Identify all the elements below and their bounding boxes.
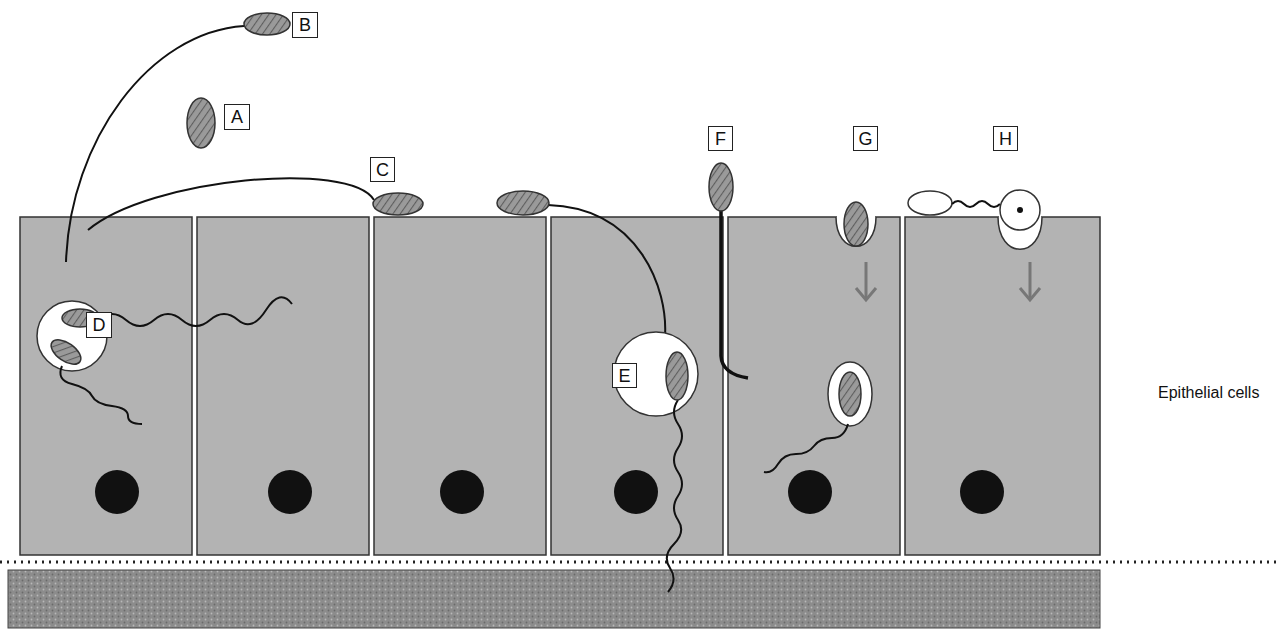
stalk <box>721 210 748 378</box>
particle <box>908 191 952 215</box>
callout-letter: F <box>715 130 726 148</box>
nucleus <box>268 470 312 514</box>
callout-letter: D <box>93 316 106 334</box>
callout-letter: A <box>231 108 243 126</box>
particle <box>1000 190 1040 230</box>
callout-box: D <box>86 312 112 338</box>
flagellum <box>548 205 665 336</box>
bacterium <box>839 372 861 416</box>
callout-box: B <box>292 12 318 38</box>
flagellum <box>60 366 142 424</box>
uptake-arrow <box>865 262 868 300</box>
epithelial-cell <box>551 217 723 555</box>
flagellum <box>764 424 848 472</box>
flagellum <box>667 400 682 592</box>
callout-box: E <box>612 363 637 388</box>
callout-box: G <box>853 126 878 151</box>
flagellum <box>98 297 292 326</box>
epithelial-cell <box>728 217 900 555</box>
particle-core <box>1017 207 1023 213</box>
tether <box>952 201 1000 207</box>
callout-letter: C <box>376 161 389 179</box>
nucleus <box>95 470 139 514</box>
epithelial-cell <box>197 217 369 555</box>
bacterium <box>187 98 215 148</box>
uptake-arrow <box>1029 262 1032 300</box>
tissue-label: Epithelial cells <box>1158 384 1259 402</box>
vacuole <box>614 332 698 416</box>
callout-box: C <box>370 157 395 182</box>
epithelial-cell <box>374 217 546 555</box>
nucleus <box>614 470 658 514</box>
bacterium <box>244 13 290 35</box>
bacterium <box>47 335 85 369</box>
bacterium <box>373 193 423 215</box>
callout-letter: E <box>618 367 630 385</box>
uptake-arrow <box>1020 288 1040 300</box>
epithelial-cell <box>905 217 1100 555</box>
bacterium <box>709 163 733 211</box>
basement-membrane <box>0 561 1278 564</box>
callout-box: A <box>224 104 250 130</box>
nucleus <box>440 470 484 514</box>
callout-box: F <box>708 126 733 151</box>
callout-letter: G <box>858 130 872 148</box>
flagellum <box>88 178 374 230</box>
callout-letter: B <box>299 16 311 34</box>
callout-box: H <box>993 126 1018 151</box>
callout-letter: H <box>999 130 1012 148</box>
bacterium <box>497 191 549 215</box>
nucleus <box>788 470 832 514</box>
bacterium <box>666 352 688 400</box>
epithelial-cell <box>20 217 192 555</box>
uptake-arrow <box>856 288 876 300</box>
vacuole <box>828 362 872 426</box>
connective-tissue <box>8 570 1100 628</box>
nucleus <box>960 470 1004 514</box>
bacterium <box>844 202 868 246</box>
